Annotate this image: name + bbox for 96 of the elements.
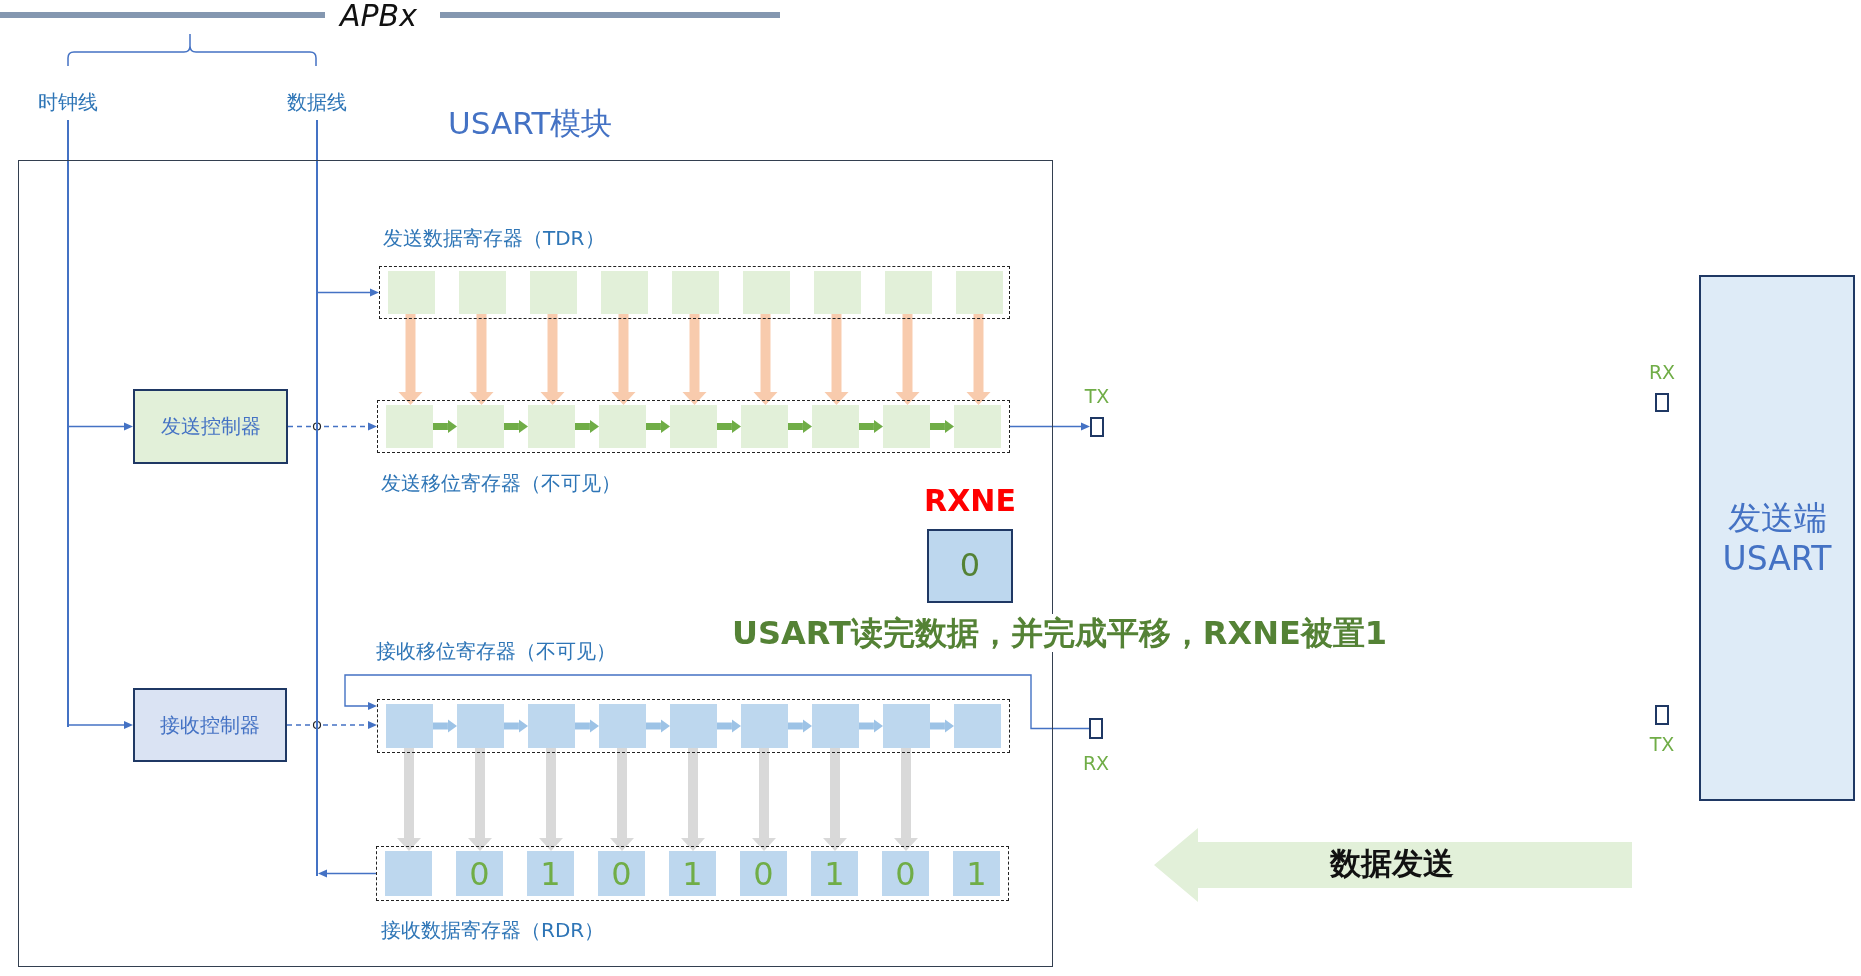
block-arrow [788, 419, 812, 434]
bit-cell: 0 [456, 851, 503, 896]
block-arrow [859, 719, 883, 733]
bit-cell [528, 704, 575, 748]
bit-cell [457, 704, 504, 748]
block-arrow [469, 314, 494, 405]
block-arrow [646, 719, 670, 733]
block-arrow [966, 314, 991, 405]
block-arrow [752, 748, 776, 851]
bit-cell [388, 271, 435, 314]
bit-cell [883, 405, 930, 448]
bit-cell [386, 704, 433, 748]
line-label: 时钟线 [38, 90, 98, 114]
connector-arrow [286, 721, 377, 729]
bit-cell [743, 271, 790, 314]
bit-cell: 1 [811, 851, 858, 896]
line-label: 数据线 [287, 90, 347, 114]
block-arrow [788, 719, 812, 733]
bit-cell [885, 271, 932, 314]
connector-arrow [287, 422, 377, 431]
bit-cell [528, 405, 575, 448]
bit-cell [956, 271, 1003, 314]
bit-cell [812, 704, 859, 748]
bit-cell: 1 [953, 851, 1000, 896]
block-arrow [575, 719, 599, 733]
block-arrow [895, 314, 920, 405]
connector-arrow [344, 674, 1090, 730]
bit-cell: 1 [527, 851, 574, 896]
pin-label: RX [1648, 361, 1676, 384]
block-arrow [610, 748, 634, 851]
bit-cell [386, 405, 433, 448]
bit-cell [459, 271, 506, 314]
bit-cell [741, 405, 788, 448]
block-arrow [433, 719, 457, 733]
block-arrow [611, 314, 636, 405]
module-title: USART模块 [448, 105, 613, 143]
block-arrow [504, 419, 528, 434]
bit-cell [672, 271, 719, 314]
block-arrow [539, 748, 563, 851]
bit-cell [599, 405, 646, 448]
bit-cell [601, 271, 648, 314]
bit-cell [599, 704, 646, 748]
flag-value: 0 [959, 546, 981, 585]
block-arrow [930, 419, 954, 434]
connector-arrow [318, 869, 377, 878]
status-note: USART读完数据，并完成平移，RXNE被置1 [732, 614, 1388, 653]
block-arrow [540, 314, 565, 405]
block-arrow [859, 419, 883, 434]
arrow-text: 数据发送 [1330, 845, 1454, 883]
block-arrow [681, 748, 705, 851]
block-arrow [398, 314, 423, 405]
register-label: 接收数据寄存器（RDR） [381, 918, 605, 942]
bus-name: APBx [340, 0, 417, 34]
pin-label: TX [1649, 733, 1675, 756]
block-arrow [753, 314, 778, 405]
block-arrow [930, 719, 954, 733]
bit-cell [954, 704, 1001, 748]
bit-cell [814, 271, 861, 314]
controller-box: 发送控制器 [133, 389, 288, 464]
bit-cell [741, 704, 788, 748]
register-label: 接收移位寄存器（不可见） [376, 639, 616, 663]
register-label: 发送数据寄存器（TDR） [383, 226, 605, 250]
block-arrow [575, 419, 599, 434]
bit-cell [670, 405, 717, 448]
flag-name: RXNE [924, 483, 1016, 519]
bit-cell [883, 704, 930, 748]
block-arrow [397, 748, 421, 851]
bit-cell [954, 405, 1001, 448]
block-arrow [824, 314, 849, 405]
connector-arrow [68, 721, 133, 729]
block-arrow [717, 419, 741, 434]
block-arrow [894, 748, 918, 851]
block-arrow [682, 314, 707, 405]
bit-cell: 1 [669, 851, 716, 896]
bit-cell [670, 704, 717, 748]
bit-cell [457, 405, 504, 448]
bit-cell: 0 [598, 851, 645, 896]
block-arrow [468, 748, 492, 851]
block-arrow [823, 748, 847, 851]
connector-arrow [317, 288, 379, 297]
block-arrow [433, 419, 457, 434]
bit-cell [812, 405, 859, 448]
bit-cell [530, 271, 577, 314]
register-label: 发送移位寄存器（不可见） [381, 471, 621, 495]
connector-arrow [68, 422, 133, 431]
device-box: 发送端 USART [1699, 275, 1855, 801]
controller-box: 接收控制器 [133, 688, 287, 762]
block-arrow [646, 419, 670, 434]
pin-label: RX [1082, 752, 1110, 775]
block-arrow [717, 719, 741, 733]
bit-cell: 0 [882, 851, 929, 896]
connector-arrow [1009, 422, 1090, 431]
pin-label: TX [1084, 385, 1110, 408]
block-arrow [504, 719, 528, 733]
bit-cell [385, 851, 432, 896]
bit-cell: 0 [740, 851, 787, 896]
